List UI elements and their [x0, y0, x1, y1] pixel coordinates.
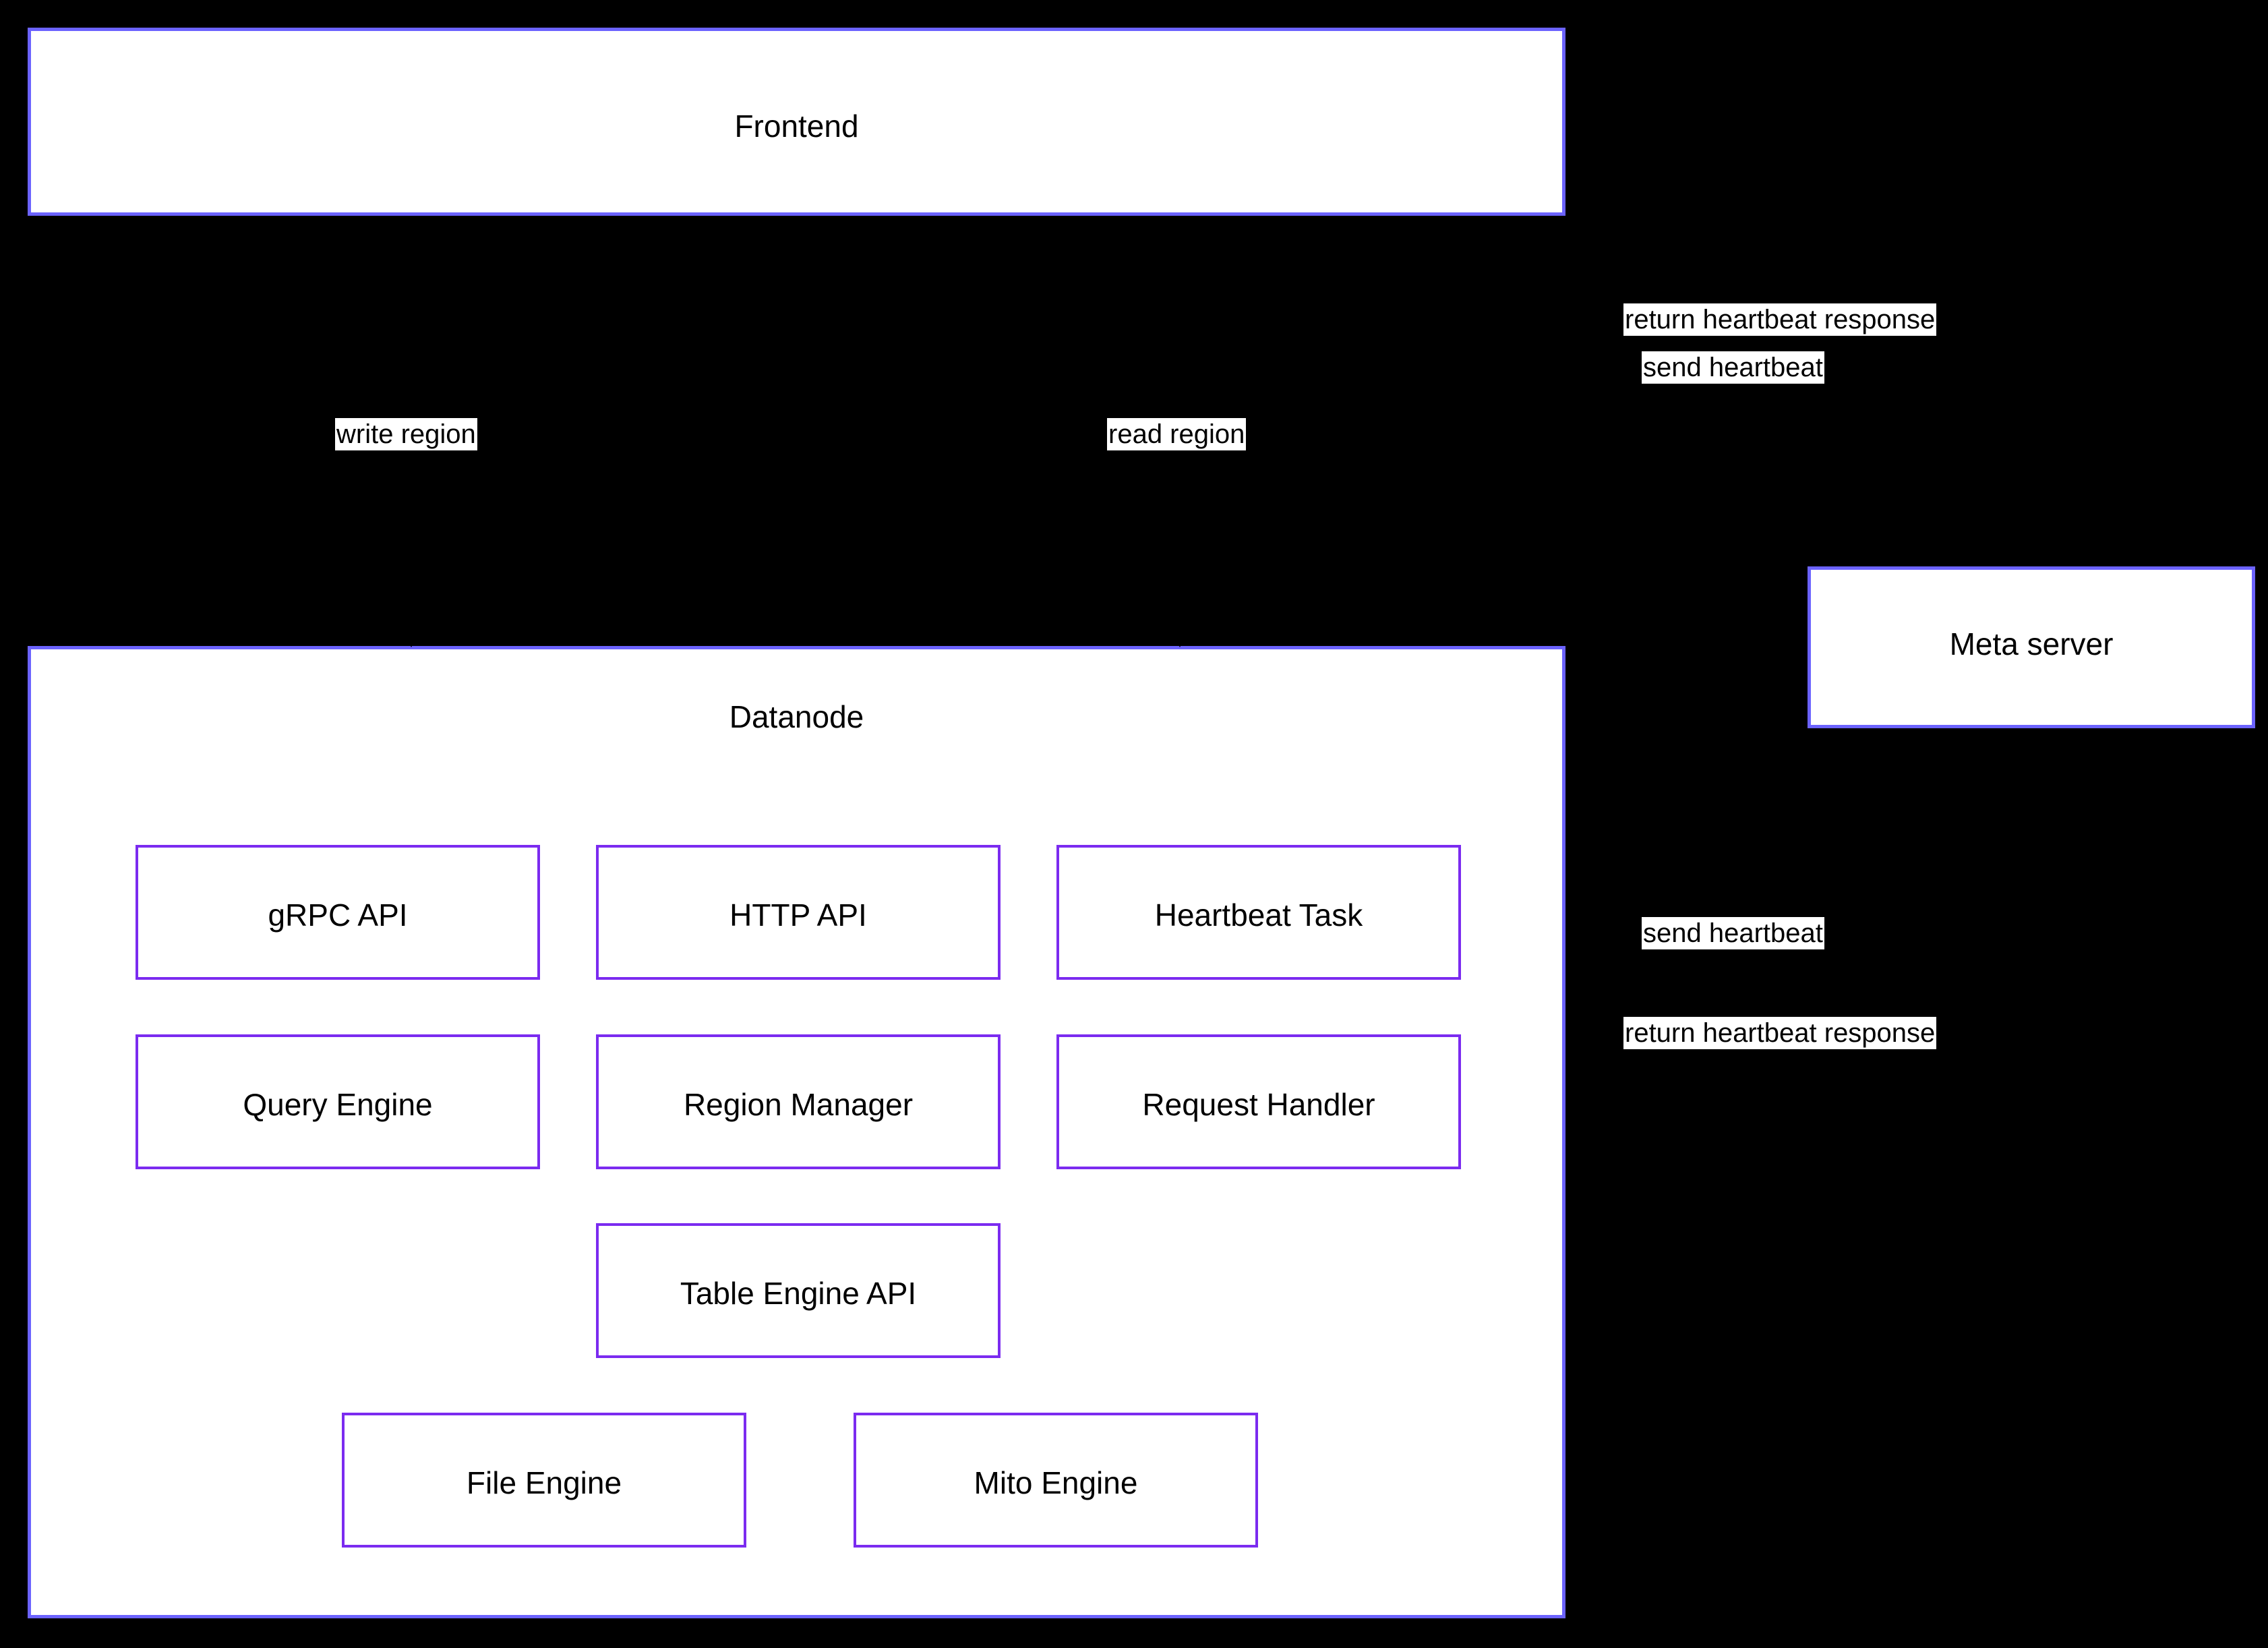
component-mito-engine[interactable]: Mito Engine — [854, 1413, 1258, 1548]
edge-datanode-meta-arrowhead — [1565, 1124, 1579, 1139]
component-region-manager[interactable]: Region Manager — [596, 1034, 1001, 1169]
edge-datanode-meta-vertical-2 — [2020, 728, 2023, 1180]
component-table-engine-api-label: Table Engine API — [680, 1276, 917, 1311]
node-meta-server[interactable]: Meta server — [1808, 566, 2255, 728]
component-http-api[interactable]: HTTP API — [596, 845, 1001, 980]
edge-meta-inbound-arrowhead — [2015, 553, 2030, 566]
edge-meta-inbound-horizontal — [1632, 201, 2021, 204]
component-grpc-api[interactable]: gRPC API — [136, 845, 540, 980]
component-request-handler[interactable]: Request Handler — [1056, 1034, 1461, 1169]
edge-datanode-meta-horizontal — [1565, 1130, 1916, 1133]
edge-read-region-arrowhead — [1172, 634, 1187, 647]
node-datanode[interactable]: Datanode gRPC API HTTP API Heartbeat Tas… — [28, 646, 1565, 1618]
label-write-region: write region — [335, 418, 477, 450]
component-http-api-label: HTTP API — [729, 897, 867, 933]
edge-meta-outbound-arrowhead — [2015, 728, 2030, 742]
label-read-region: read region — [1107, 418, 1247, 450]
node-frontend-label: Frontend — [734, 109, 859, 144]
component-heartbeat-task-label: Heartbeat Task — [1154, 897, 1363, 933]
component-request-handler-label: Request Handler — [1142, 1087, 1375, 1122]
component-mito-engine-label: Mito Engine — [974, 1465, 1138, 1500]
label-frontend-send-heartbeat: send heartbeat — [1642, 351, 1824, 384]
edge-datanode-meta-vertical — [1915, 728, 1917, 1133]
edge-frontend-meta-horizontal — [1565, 169, 1916, 172]
edge-write-region-arrowhead — [404, 634, 419, 647]
component-heartbeat-task[interactable]: Heartbeat Task — [1056, 845, 1461, 980]
edge-meta-inbound-vertical — [2020, 202, 2023, 566]
edge-datanode-meta-horizontal-2 — [1565, 1177, 2020, 1180]
label-datanode-return-heartbeat: return heartbeat response — [1623, 1017, 1937, 1049]
label-frontend-return-heartbeat: return heartbeat response — [1623, 303, 1937, 336]
node-frontend[interactable]: Frontend — [28, 28, 1565, 216]
edge-frontend-meta-arrowhead — [1565, 163, 1579, 178]
component-region-manager-label: Region Manager — [683, 1087, 914, 1122]
component-query-engine-label: Query Engine — [243, 1087, 433, 1122]
component-file-engine[interactable]: File Engine — [342, 1413, 746, 1548]
component-query-engine[interactable]: Query Engine — [136, 1034, 540, 1169]
node-meta-server-label: Meta server — [1949, 626, 2114, 661]
component-file-engine-label: File Engine — [466, 1465, 622, 1500]
component-grpc-api-label: gRPC API — [268, 897, 408, 933]
edge-frontend-meta-vertical — [1915, 171, 1917, 566]
component-table-engine-api[interactable]: Table Engine API — [596, 1223, 1001, 1358]
label-datanode-send-heartbeat: send heartbeat — [1642, 917, 1824, 949]
node-datanode-label: Datanode — [729, 699, 864, 734]
